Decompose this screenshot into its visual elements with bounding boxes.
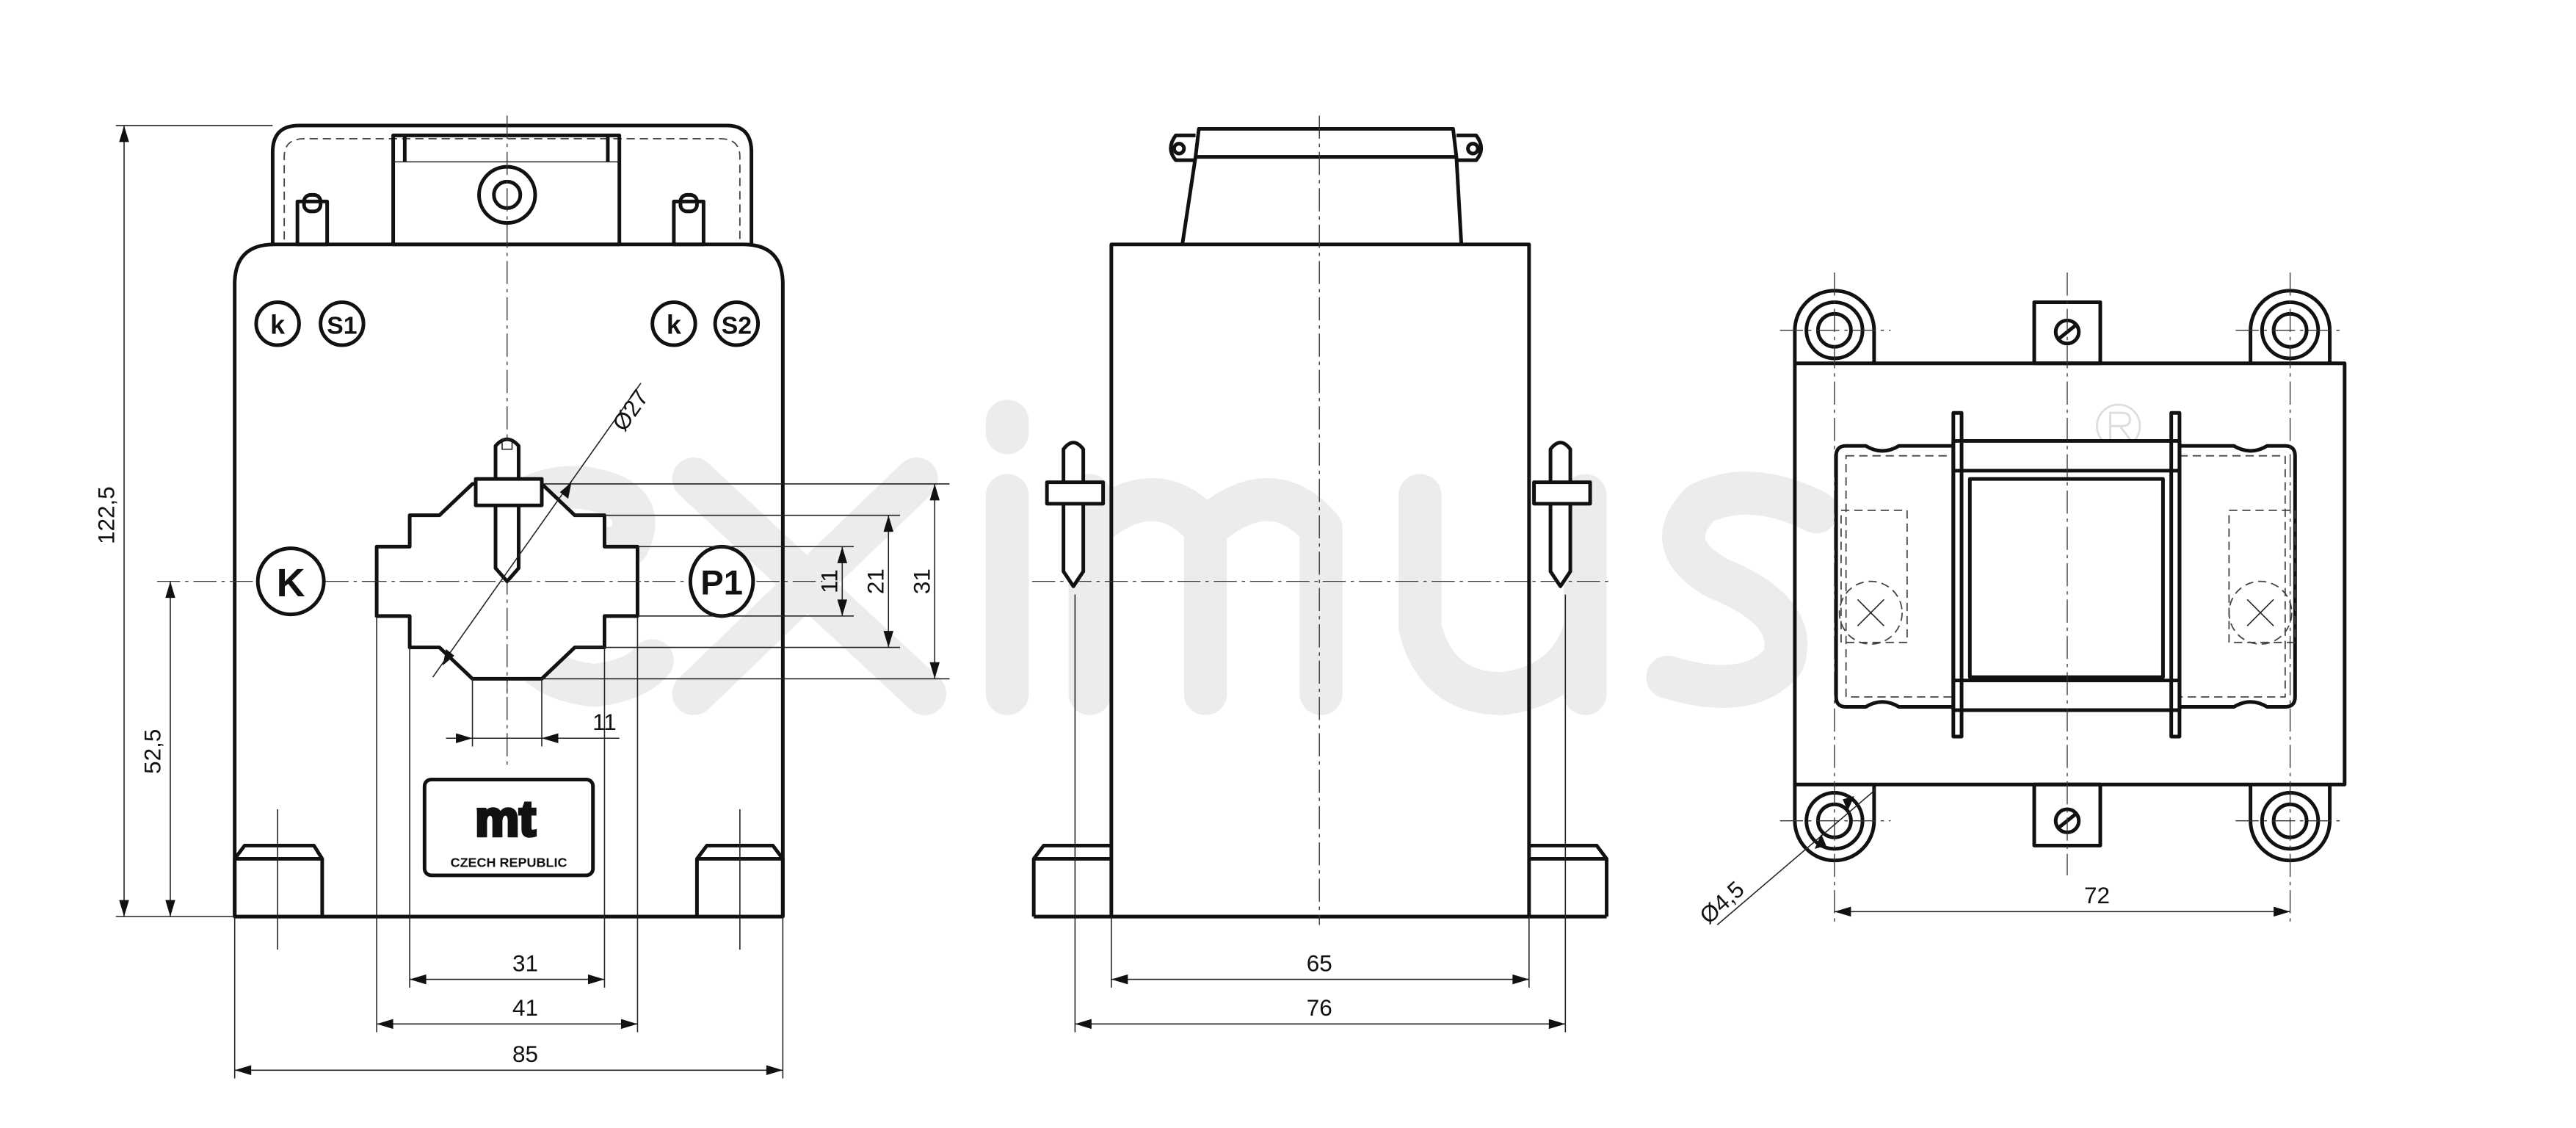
- svg-text:76: 76: [1307, 995, 1332, 1021]
- svg-text:K: K: [277, 561, 305, 605]
- svg-text:31: 31: [512, 950, 538, 976]
- svg-text:k: k: [667, 309, 682, 339]
- dimension-widths-bottom: 31 41 85: [233, 615, 784, 1079]
- svg-text:Ø27: Ø27: [608, 385, 654, 435]
- screw-icon: [1838, 580, 1903, 645]
- svg-text:72: 72: [2084, 883, 2110, 908]
- front-view: k S1 k S2 K P1 mt CZECH REPUBLIC: [94, 115, 950, 1079]
- svg-text:CZECH REPUBLIC: CZECH REPUBLIC: [451, 856, 567, 870]
- primary-label-k: K: [255, 546, 326, 617]
- svg-text:P1: P1: [700, 564, 743, 603]
- busbar-pin-icon: [474, 437, 544, 584]
- terminal-label-k-s1: k S1: [254, 300, 366, 347]
- svg-text:65: 65: [1307, 950, 1332, 976]
- terminal-screw-icon: [672, 192, 705, 247]
- svg-text:21: 21: [863, 568, 889, 594]
- svg-text:S2: S2: [722, 311, 752, 339]
- manufacturer-logo: mt CZECH REPUBLIC: [422, 778, 595, 878]
- terminal-screw-icon: [295, 192, 330, 247]
- dimension-heights: 11 21 31: [541, 483, 950, 680]
- svg-text:41: 41: [512, 995, 538, 1021]
- bottom-view: Ø4,5 72: [1695, 272, 2347, 929]
- svg-text:S1: S1: [327, 311, 357, 339]
- terminal-label-k-s2: k S2: [650, 300, 761, 347]
- svg-text:31: 31: [909, 568, 935, 594]
- svg-text:85: 85: [512, 1041, 538, 1067]
- dimension-hole-spacing: 72: [1834, 883, 2290, 917]
- screw-icon: [2228, 580, 2293, 645]
- primary-label-p1: P1: [688, 544, 755, 618]
- svg-text:11: 11: [817, 569, 843, 593]
- dimension-side-widths: 65 76: [1074, 594, 1567, 1033]
- svg-text:k: k: [270, 309, 286, 339]
- svg-text:mt: mt: [475, 792, 535, 847]
- svg-text:122,5: 122,5: [94, 486, 120, 544]
- svg-text:52,5: 52,5: [140, 729, 166, 774]
- busbar-pin-icon: [1532, 441, 1592, 588]
- side-view: 65 76: [1031, 115, 1611, 1033]
- dimension-heights-left: 122,5 52,5: [94, 125, 273, 917]
- busbar-pin-icon: [1045, 441, 1106, 588]
